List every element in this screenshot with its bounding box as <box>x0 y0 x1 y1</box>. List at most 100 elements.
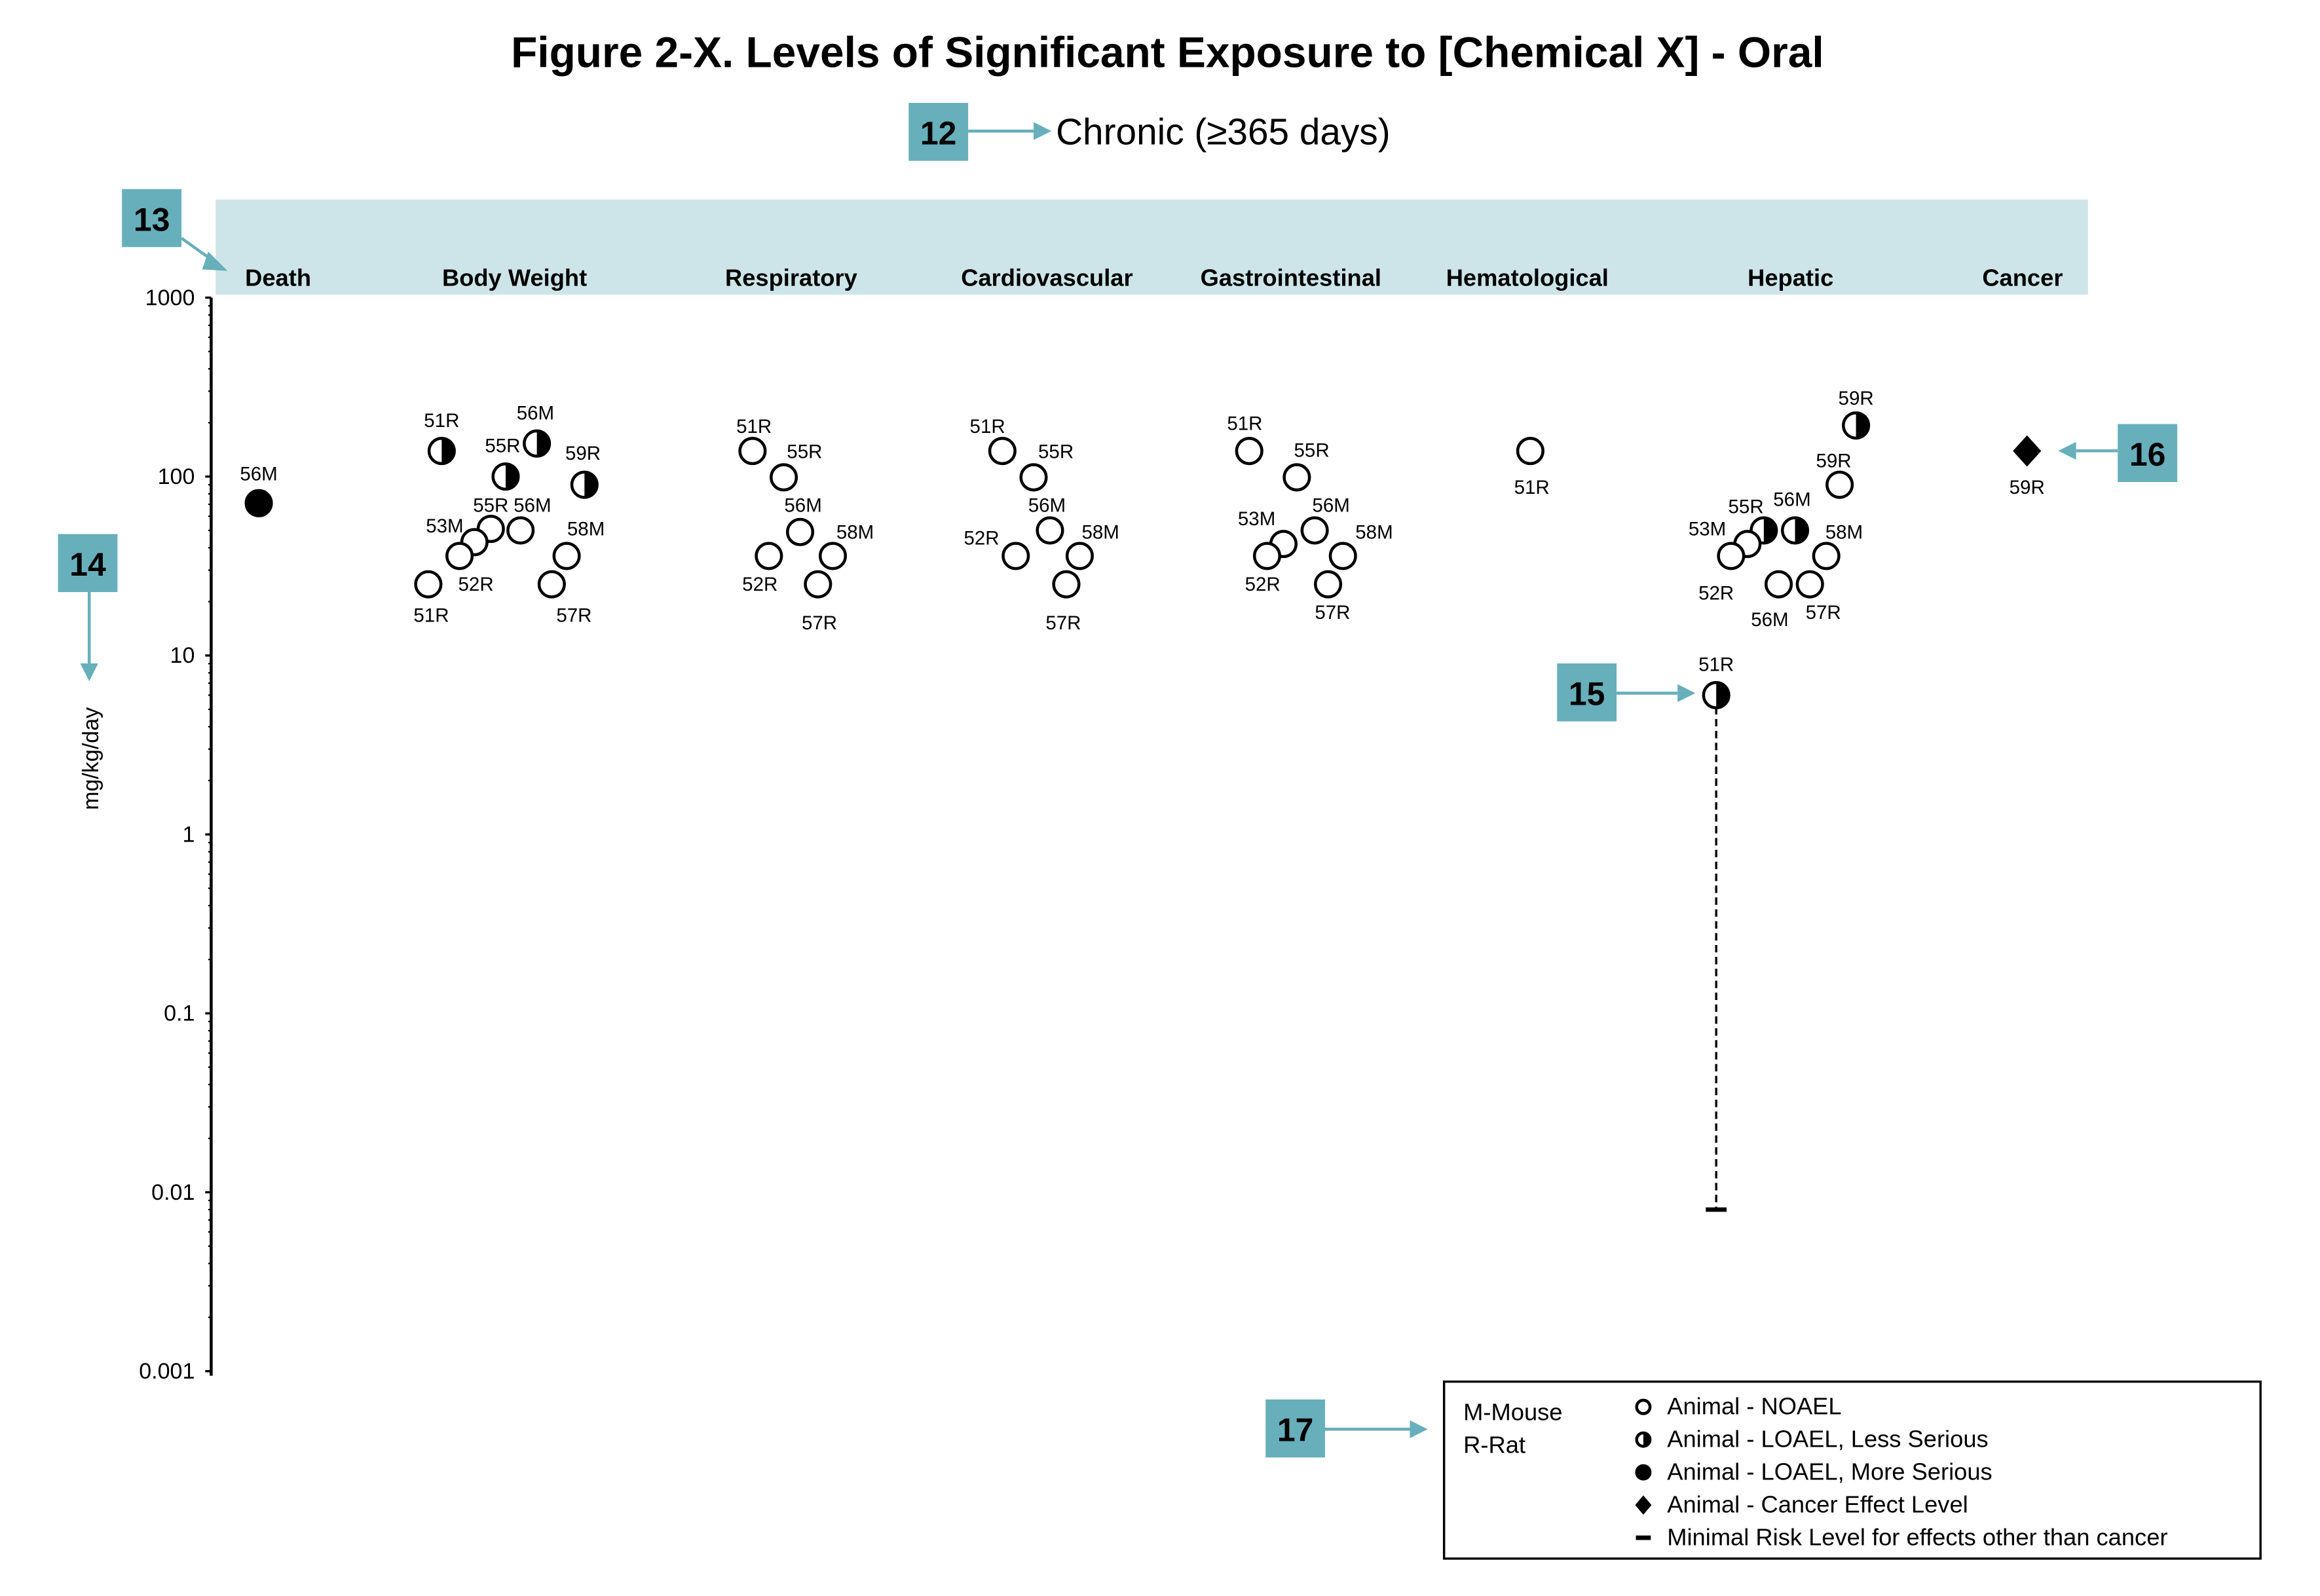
data-point: 58M <box>818 521 874 570</box>
category-label: Body Weight <box>442 264 587 291</box>
point-label: 59R <box>2010 477 2045 498</box>
data-point: 55R <box>485 436 520 491</box>
arrow-head-icon <box>1034 122 1052 140</box>
callout-number: 13 <box>134 201 170 238</box>
data-point: 55R <box>1282 439 1330 492</box>
data-point: 52R <box>445 542 494 595</box>
noael-marker <box>1812 542 1841 570</box>
data-point: 58M <box>552 519 605 570</box>
noael-marker <box>537 570 566 599</box>
point-label: 53M <box>1689 519 1726 540</box>
noael-marker <box>1300 516 1329 545</box>
point-label: 51R <box>413 604 449 626</box>
loael_more-marker <box>244 489 273 517</box>
y-axis-label: mg/kg/day <box>79 707 103 810</box>
cancer-diamond-marker <box>2013 435 2042 467</box>
legend-item: Animal - LOAEL, Less Serious <box>1635 1426 1989 1453</box>
data-point: 57R <box>1795 570 1841 623</box>
callout-17: 17 <box>1265 1399 1428 1458</box>
half-fill <box>1716 682 1729 708</box>
data-point: 59R <box>2010 435 2045 498</box>
point-label: 51R <box>424 410 459 432</box>
callout-13: 13 <box>122 189 228 271</box>
noael-marker <box>506 516 535 545</box>
point-label: 51R <box>1514 477 1550 498</box>
noael-marker <box>1252 542 1282 570</box>
noael-marker <box>414 570 443 599</box>
noael-marker <box>1764 570 1793 599</box>
legend-item: Minimal Risk Level for effects other tha… <box>1636 1523 2167 1550</box>
legend-species-mouse: M-Mouse <box>1463 1399 1562 1426</box>
point-label: 52R <box>1245 574 1281 595</box>
noael-marker <box>1328 542 1357 570</box>
point-label: 56M <box>1028 494 1066 516</box>
data-point: 51R <box>424 410 459 466</box>
data-point: 51R <box>970 416 1017 466</box>
data-point: 58M <box>1812 521 1863 570</box>
category-label: Respiratory <box>725 264 857 291</box>
data-point: 51R <box>413 570 449 626</box>
data-point: 51R <box>1698 654 1734 710</box>
point-label: 53M <box>426 515 463 537</box>
data-point: 56M <box>1773 489 1811 545</box>
data-point: 59R <box>1839 388 1874 440</box>
chart-title: Figure 2-X. Levels of Significant Exposu… <box>511 28 1824 77</box>
half-fill <box>584 472 597 498</box>
point-label: 56M <box>514 494 551 516</box>
point-label: 59R <box>1839 388 1874 409</box>
arrow-head-icon <box>80 663 98 682</box>
callout-16: 16 <box>2058 424 2178 483</box>
noael-marker <box>1065 542 1094 570</box>
data-point: 57R <box>1313 570 1350 623</box>
arrow-head-icon <box>1677 684 1696 703</box>
y-tick-label: 1 <box>182 822 195 847</box>
noael-marker <box>1635 1398 1652 1415</box>
point-label: 55R <box>1038 441 1074 463</box>
callout-14: 14 <box>58 534 118 682</box>
noael-marker <box>769 463 798 492</box>
data-point: 57R <box>537 570 591 626</box>
callout-15: 15 <box>1557 663 1696 722</box>
point-label: 59R <box>1816 450 1851 472</box>
half-fill <box>1643 1433 1651 1447</box>
point-label: 51R <box>1227 413 1262 435</box>
legend-item-label: Animal - LOAEL, More Serious <box>1667 1458 1992 1485</box>
data-point: 52R <box>1698 542 1746 604</box>
noael-marker <box>1001 542 1030 570</box>
data-point: 56M <box>1300 494 1350 545</box>
data-point: 55R <box>769 441 822 492</box>
point-label: 56M <box>1312 494 1349 516</box>
half-fill <box>505 464 519 489</box>
noael-marker <box>1019 463 1048 492</box>
noael-marker <box>1825 470 1854 499</box>
point-label: 58M <box>836 521 874 543</box>
chart-subtitle: Chronic (≥365 days) <box>1056 112 1391 153</box>
point-label: 57R <box>802 612 837 634</box>
point-label: 55R <box>485 436 520 457</box>
point-label: 53M <box>1238 508 1275 530</box>
data-point: 58M <box>1328 521 1393 570</box>
point-label: 55R <box>1729 496 1764 518</box>
point-label: 55R <box>787 441 822 463</box>
y-tick-label: 0.1 <box>164 1001 195 1026</box>
point-label: 57R <box>1806 602 1841 623</box>
noael-marker <box>1795 570 1824 599</box>
point-label: 56M <box>1773 489 1810 510</box>
category-label: Gastrointestinal <box>1201 264 1381 291</box>
point-label: 51R <box>736 416 772 437</box>
legend-item: Animal - NOAEL <box>1635 1393 1842 1420</box>
noael-marker <box>755 542 783 570</box>
half-fill <box>441 438 455 464</box>
callout-12: 12 <box>908 103 1052 161</box>
data-point: 56M <box>1028 494 1066 545</box>
category-label: Cardiovascular <box>961 264 1132 291</box>
callout-box <box>122 189 182 248</box>
half-fill <box>1763 517 1777 544</box>
noael-marker <box>1235 437 1263 466</box>
noael-marker <box>1313 570 1343 599</box>
noael-marker <box>785 517 815 546</box>
arrow-head-icon <box>202 251 228 271</box>
data-point: 51R <box>1227 413 1263 466</box>
category-label: Hematological <box>1446 264 1609 291</box>
